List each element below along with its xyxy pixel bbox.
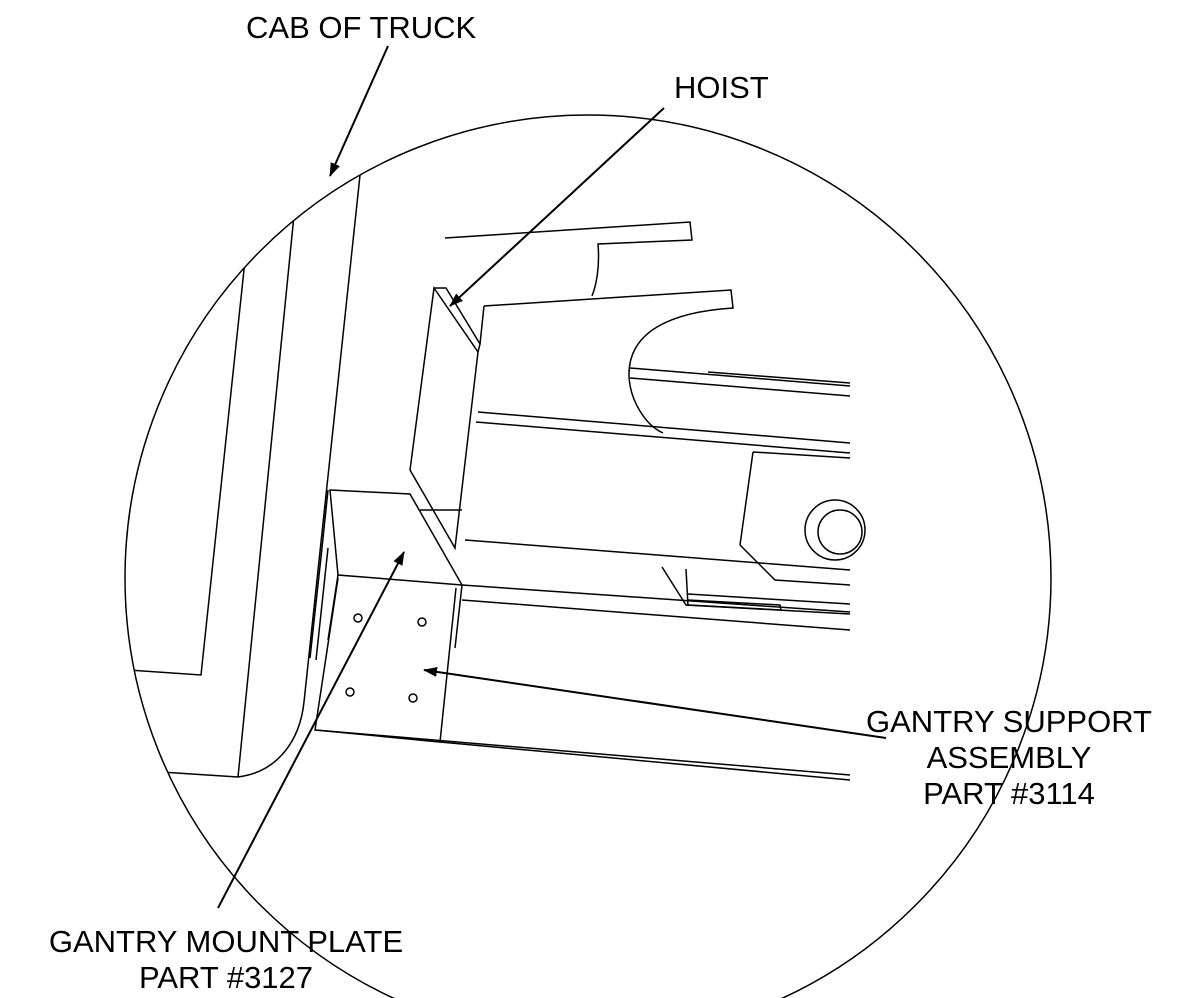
leader-lines (217, 45, 887, 909)
gantry-mount-leader (217, 551, 405, 909)
callout-gantry-mount-line2: PART #3127 (138, 960, 314, 995)
gantry-mount-plate (321, 489, 851, 649)
gantry-support-plate (309, 547, 851, 781)
gantry-support (661, 451, 866, 615)
truck-cab (125, 115, 369, 778)
callout-gantry-mount-line1: GANTRY MOUNT PLATE (48, 924, 404, 959)
detail-circle (124, 114, 1052, 998)
cab-leader (329, 45, 389, 177)
hoist-assembly (409, 221, 851, 571)
callout-hoist: HOIST (674, 70, 769, 106)
callout-gantry-support-line3: PART #3114 (923, 776, 1095, 811)
callout-gantry-support-assembly: GANTRY SUPPORT ASSEMBLY PART #3114 (836, 704, 1182, 812)
callout-hoist-text: HOIST (674, 70, 769, 105)
hoist-leader (449, 107, 665, 307)
callout-cab-of-truck: CAB OF TRUCK (246, 10, 476, 46)
callout-gantry-mount-plate: GANTRY MOUNT PLATE PART #3127 (8, 924, 444, 996)
callout-cab-text: CAB OF TRUCK (246, 10, 477, 45)
gantry-support-leader (423, 666, 887, 739)
callout-gantry-support-line1: GANTRY SUPPORT (866, 704, 1152, 739)
detail-drawing (125, 115, 866, 781)
callout-gantry-support-line2: ASSEMBLY (926, 740, 1092, 775)
